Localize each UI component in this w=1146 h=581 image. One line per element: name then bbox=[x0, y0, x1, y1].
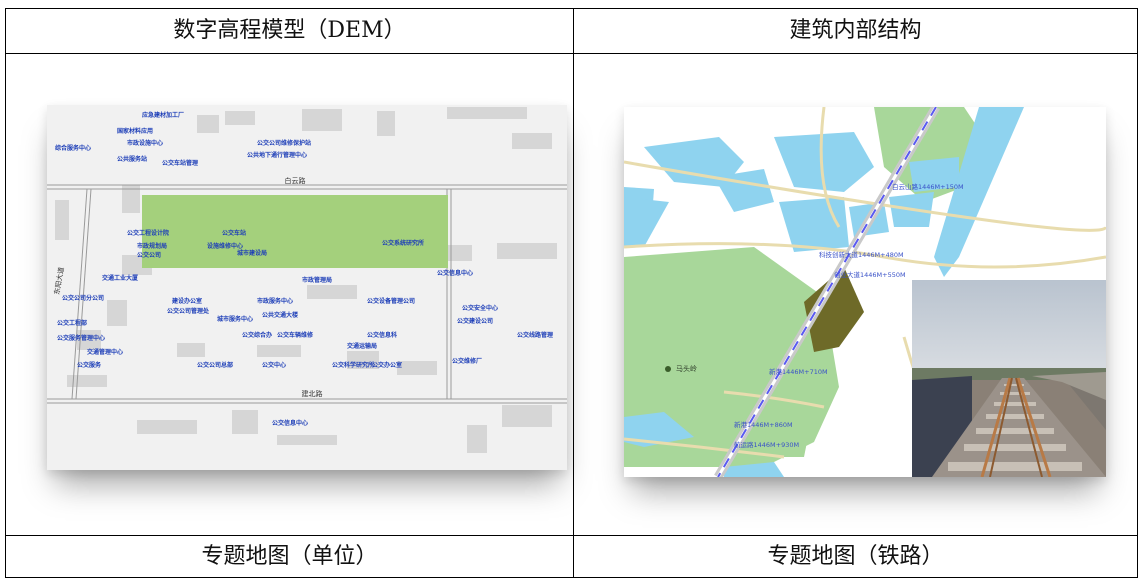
poi-label: 国家材料应用 bbox=[117, 127, 153, 135]
poi-label: 公交设备管理公司 bbox=[367, 297, 415, 305]
park-area bbox=[142, 195, 448, 268]
poi-label: 公交信息中心 bbox=[437, 269, 473, 277]
station-label: 新港1446M+710M bbox=[769, 367, 828, 376]
poi-label: 建设办公室 bbox=[172, 297, 202, 305]
header-right: 建筑内部结构 bbox=[789, 18, 922, 43]
poi-label: 公交线路管理 bbox=[517, 331, 553, 339]
poi-label: 公共服务站 bbox=[117, 155, 147, 163]
poi-label: 市政服务中心 bbox=[257, 297, 293, 305]
poi-label: 公共交通大楼 bbox=[262, 311, 298, 319]
poi-label: 交通工业大厦 bbox=[102, 274, 139, 282]
unit-thematic-map: 白云路 建北路 东阳大道 应急建材加工厂国家材料应用市政设施中心公交公司维修保护… bbox=[47, 105, 567, 470]
road-label-top: 白云路 bbox=[285, 176, 306, 185]
poi-label: 公交综合办 bbox=[242, 331, 272, 339]
poi-label: 公交建设公司 bbox=[457, 317, 493, 325]
poi-label: 设施维修中心 bbox=[207, 242, 243, 250]
poi-label: 市政设施中心 bbox=[127, 139, 163, 147]
poi-label: 公交服务管理中心 bbox=[57, 334, 105, 342]
poi-label: 公交科学研究所 bbox=[332, 361, 374, 369]
poi-label: 公交工程设计院 bbox=[127, 229, 169, 237]
caption-left: 专题地图（单位） bbox=[201, 544, 378, 569]
railway-thematic-map: 马头岭 白云山路1446M+150M 科技创新大道1446M+480M 创业大道… bbox=[624, 107, 1106, 477]
caption-right: 专题地图（铁路） bbox=[767, 544, 944, 569]
poi-label: 公交安全中心 bbox=[462, 304, 498, 312]
poi-label: 公交公司分公司 bbox=[62, 294, 104, 302]
station-label: 白云山路1446M+150M bbox=[892, 182, 964, 191]
poi-label: 公交中心 bbox=[262, 361, 286, 369]
place-label: 马头岭 bbox=[676, 364, 697, 373]
station-label: 新港1446M+860M bbox=[734, 420, 793, 429]
poi-label: 公交系统研究所 bbox=[382, 239, 424, 247]
poi-label: 公交车站 bbox=[222, 229, 246, 237]
poi-label: 市政规划局 bbox=[137, 242, 167, 250]
column-divider bbox=[573, 9, 574, 577]
poi-label: 交通管理中心 bbox=[87, 348, 123, 356]
caption-divider bbox=[6, 535, 1137, 536]
header-left: 数字高程模型（DEM） bbox=[173, 18, 406, 43]
poi-label: 交通运输局 bbox=[347, 342, 377, 350]
poi-label: 城市建设局 bbox=[237, 249, 267, 257]
poi-label: 公交车站管理 bbox=[162, 159, 198, 167]
poi-label: 公交公司管理处 bbox=[167, 307, 210, 315]
poi-label: 公交公司维修保护站 bbox=[257, 139, 311, 147]
railway-photo bbox=[912, 280, 1106, 477]
station-label: 科技创新大道1446M+480M bbox=[819, 250, 904, 259]
road-label-bottom: 建北路 bbox=[302, 389, 323, 398]
poi-label: 公交公司 bbox=[137, 251, 161, 259]
unit-map-svg: 白云路 建北路 东阳大道 应急建材加工厂国家材料应用市政设施中心公交公司维修保护… bbox=[47, 105, 567, 470]
station-label: 航运路1446M+930M bbox=[734, 440, 799, 449]
poi-label: 公交维修厂 bbox=[452, 357, 482, 365]
poi-label: 公交车辆维修 bbox=[277, 331, 314, 339]
poi-label: 城市服务中心 bbox=[217, 315, 253, 323]
poi-label: 应急建材加工厂 bbox=[142, 111, 184, 119]
poi-label: 综合服务中心 bbox=[55, 144, 91, 152]
poi-label: 公交公司总部 bbox=[197, 361, 233, 369]
header-divider bbox=[6, 53, 1137, 54]
poi-label: 公交服务 bbox=[77, 361, 102, 369]
poi-label: 公交信息中心 bbox=[272, 419, 308, 427]
station-label: 创业大道1446M+550M bbox=[834, 270, 906, 279]
poi-label: 公交办公室 bbox=[372, 361, 402, 369]
poi-label: 公交信息科 bbox=[367, 331, 397, 339]
poi-label: 公交工程部 bbox=[57, 319, 87, 327]
poi-label: 市政管理局 bbox=[302, 276, 332, 284]
comparison-table: 数字高程模型（DEM） 建筑内部结构 专题地图（单位） 专题地图（铁路） bbox=[5, 8, 1138, 578]
poi-label: 公共地下通行管理中心 bbox=[247, 151, 307, 159]
